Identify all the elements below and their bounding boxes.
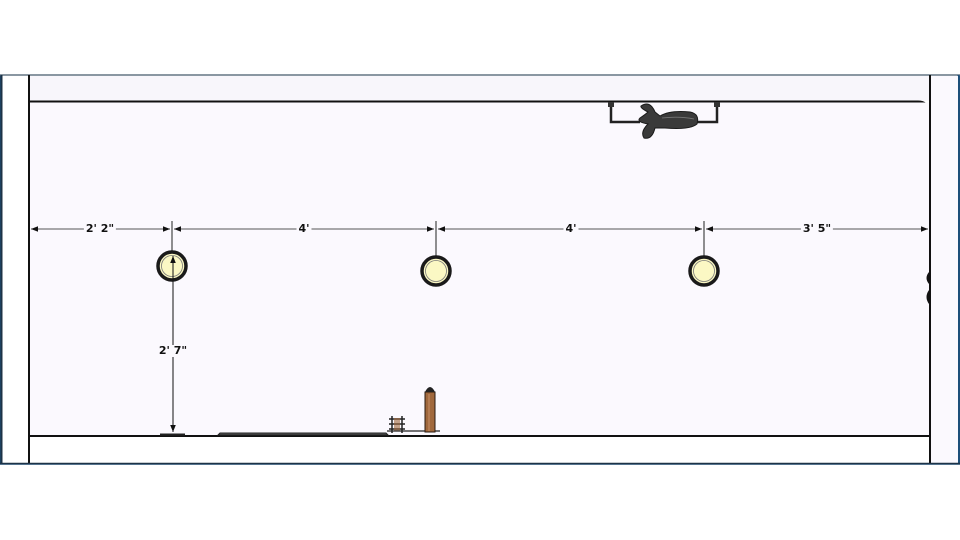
wall-outlet-icon <box>926 272 929 304</box>
ceiling-fan-icon <box>608 102 720 139</box>
wall-light-icon <box>420 255 452 287</box>
post-icon <box>424 387 436 433</box>
dimension-label-4ft-a: 4' <box>296 222 312 235</box>
dimension-label-3ft5in: 3' 5" <box>800 222 834 235</box>
wall-light-icon <box>156 250 188 282</box>
dimension-label-2ft7in: 2' 7" <box>156 344 190 357</box>
ceiling-band <box>30 76 930 112</box>
dimension-label-4ft-b: 4' <box>563 222 579 235</box>
wall-light-icon <box>688 255 720 287</box>
floor-rug-icon <box>216 432 390 436</box>
floor-band <box>0 435 960 465</box>
dimension-label-2ft2in: 2' 2" <box>83 222 117 235</box>
rack-icon <box>387 416 440 433</box>
vertical-dimension-line <box>160 256 185 436</box>
